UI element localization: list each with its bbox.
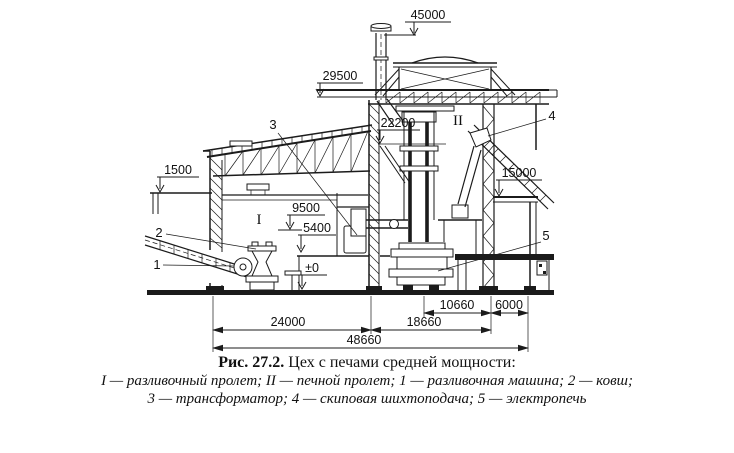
charging-platform [438,145,482,254]
electric-box [536,260,548,276]
svg-text:22200: 22200 [381,116,416,130]
flue-duct [376,98,404,127]
svg-text:29500: 29500 [323,69,358,83]
working-platform [455,254,554,260]
legend-line-1: I — разливочный пролет; II — печной прол… [101,373,633,389]
elevation-9500: 9500 [285,201,325,231]
svg-text:45000: 45000 [411,8,446,22]
ground-floor [147,286,554,295]
part-labels: I II 1 2 3 4 5 [153,108,555,272]
charge-box [451,204,469,219]
caption-title-line: Рис. 27.2. Цех с печами средней мощности… [0,354,734,372]
elevation-1500: 1500 [155,163,199,194]
roof-vent [229,140,253,147]
span-dimensions: 10660 6000 24000 18660 48660 [212,296,529,352]
skip-bucket [469,127,492,148]
technical-drawing: 45000 29500 22200 15000 [144,8,558,352]
label-bay-II: II [453,113,463,129]
wall-brace [379,145,411,184]
chimney [370,23,404,127]
casting-machine-conveyor [144,235,253,278]
figure-title: Цех с печами средней мощности: [284,354,516,371]
label-4: 4 [548,108,555,123]
elevation-marks: 45000 29500 22200 15000 [155,8,542,291]
electrodes [408,122,429,242]
furnace-bay-roof [317,89,558,118]
elevation-zero: ±0 [297,261,327,291]
elevation-5400: 5400 [296,221,336,254]
figure-caption: Рис. 27.2. Цех с печами средней мощности… [0,354,734,408]
dim-6000: 6000 [495,298,523,312]
casting-bay-roof-truss [202,124,373,177]
elevation-29500: 29500 [315,69,363,98]
dim-24000: 24000 [271,315,306,329]
svg-text:9500: 9500 [292,201,320,215]
svg-text:1500: 1500 [164,163,192,177]
figure-number: Рис. 27.2. [218,354,285,371]
ladle-stand [245,241,302,291]
electrode-gantry [350,111,439,242]
label-1: 1 [153,257,160,272]
label-3: 3 [269,117,276,132]
legend-line-2: 3 — трансформатор; 4 — скиповая шихтопод… [147,391,587,407]
label-5: 5 [542,228,549,243]
svg-text:±0: ±0 [305,261,319,275]
elevation-22200: 22200 [375,116,446,145]
elevation-15000: 15000 [494,166,542,198]
left-wall [203,150,223,290]
drive-box [350,208,367,237]
right-annex [380,104,554,290]
roof-penthouse [374,56,516,97]
ceiling-hoist [246,183,270,191]
chute [457,145,482,208]
dim-48660: 48660 [347,333,382,347]
electric-furnace [388,242,454,290]
label-2: 2 [155,225,162,240]
label-bay-I: I [257,212,262,228]
dim-18660: 18660 [407,315,442,329]
svg-text:15000: 15000 [502,166,537,180]
elevation-45000: 45000 [384,8,451,37]
dim-10660: 10660 [440,298,475,312]
stool [284,270,302,276]
svg-text:5400: 5400 [303,221,331,235]
roof-overhang-bracket [549,89,558,98]
skip-incline [467,124,555,210]
suspended-crane-beam [395,105,455,112]
middle-wall [368,100,380,290]
left-canopy [150,192,212,214]
